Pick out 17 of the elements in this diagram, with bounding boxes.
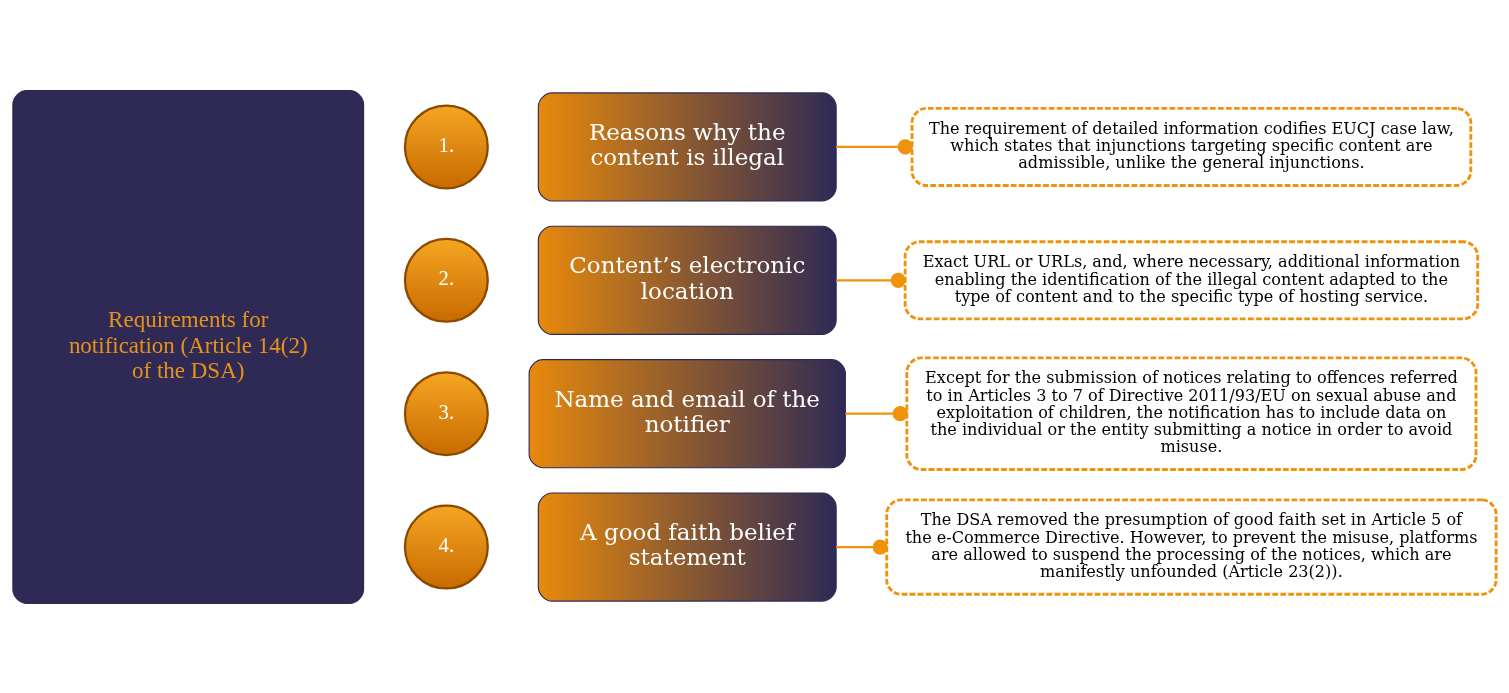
connector (836, 538, 888, 555)
connector (845, 405, 908, 421)
node-box: Except for the submission of notices relating to offences referred to in Articles 3 to 7 of Directive 2011/93/EU on sexual abuse and exploitation of children, the notification has to include data on the individual or the entity submitting a notice in order to avoid misuse. (905, 356, 1478, 471)
node-circle: 4. (403, 504, 489, 590)
node-box: Reasons why the content is illegal (537, 91, 837, 202)
node-box: The DSA removed the presumption of good faith set in Article 5 of the e-Commerce Directive. However, to prevent the misuse, platforms are allowed to suspend the processing of the notices, which are manifestly unfounded (Article 23(2)). (885, 498, 1498, 596)
node-box: A good faith belief statement (537, 491, 837, 602)
node-box: Exact URL or URLs, and, where necessary, additional information enabling the identification of the illegal content adapted to the type of content and to the specific type of hosting service. (903, 239, 1480, 320)
connector (836, 272, 906, 288)
connector (836, 138, 913, 155)
node-circle: 2. (403, 237, 489, 323)
node-box: Requirements for notification (Article 14(2) of the DSA) (12, 89, 365, 604)
node-circle: 3. (403, 370, 489, 456)
node-box: Content’s electronic location (537, 225, 837, 335)
node-box: Name and email of the notifier (528, 358, 846, 468)
node-box: The requirement of detailed information codifies EUCJ case law, which states that injunctions targeting specific content are admissible, unlike the general injunctions. (910, 106, 1473, 187)
node-circle: 1. (403, 103, 489, 189)
